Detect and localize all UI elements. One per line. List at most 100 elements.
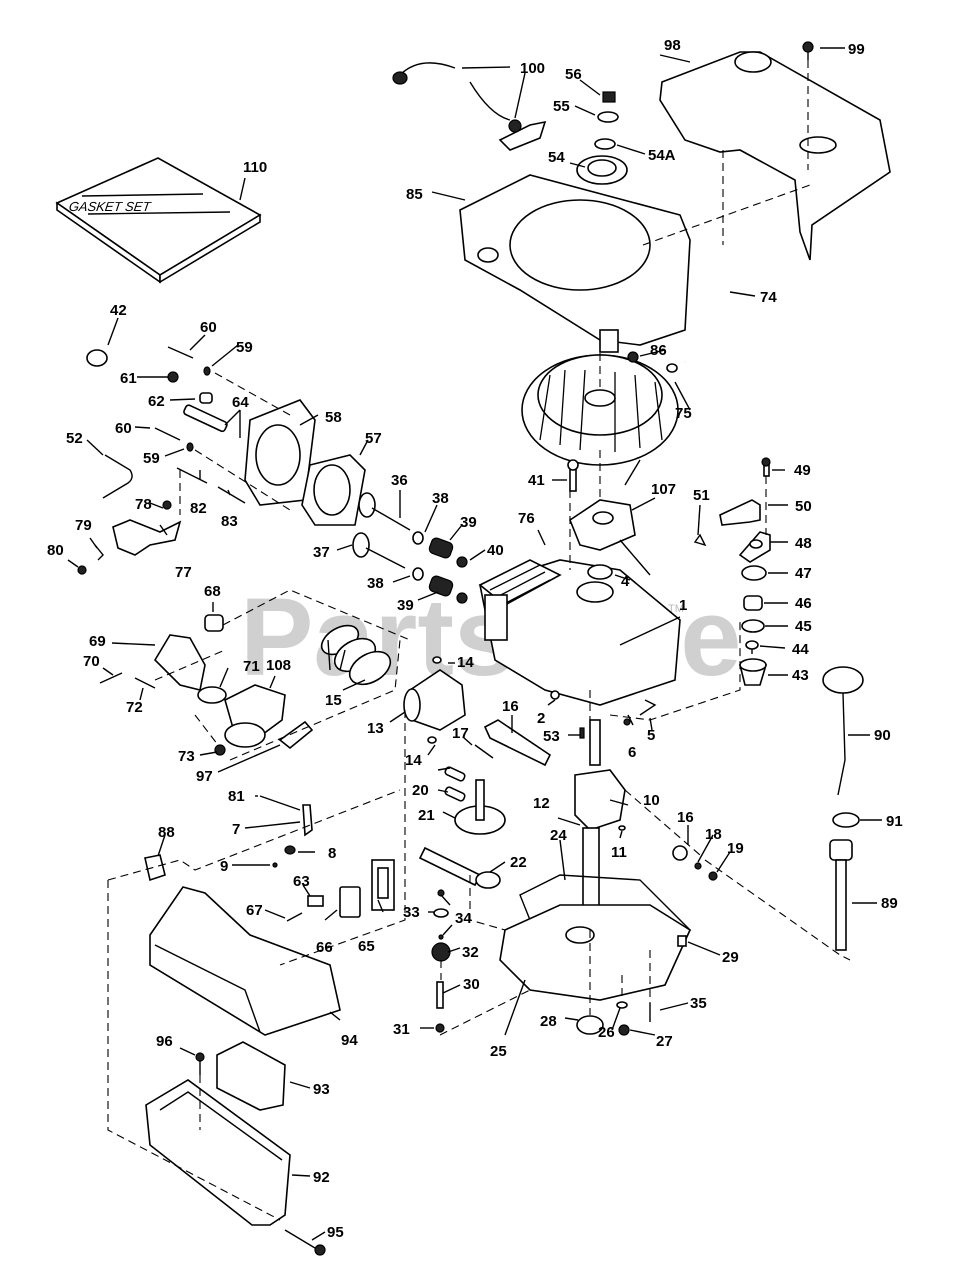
part-link-81[interactable] [259, 795, 301, 811]
callout-97[interactable]: 97 [196, 768, 213, 785]
callout-27[interactable]: 27 [656, 1033, 673, 1050]
part-washer-26[interactable] [616, 1001, 628, 1009]
callout-80[interactable]: 80 [47, 542, 64, 559]
callout-99[interactable]: 99 [848, 41, 865, 58]
callout-63[interactable]: 63 [293, 873, 310, 890]
callout-69[interactable]: 69 [89, 633, 106, 650]
callout-55[interactable]: 55 [553, 98, 570, 115]
part-bolt-60a[interactable] [167, 346, 194, 359]
part-spark-plug[interactable] [183, 404, 228, 433]
part-cap-62[interactable] [199, 392, 213, 404]
part-screw-86[interactable] [627, 351, 639, 363]
callout-50[interactable]: 50 [795, 498, 812, 515]
part-gasket-47[interactable] [741, 565, 767, 581]
part-bracket-77[interactable] [112, 519, 182, 556]
part-spring-39a[interactable] [428, 537, 454, 560]
callout-78[interactable]: 78 [135, 496, 152, 513]
part-clip-51[interactable] [693, 533, 707, 547]
callout-108[interactable]: 108 [266, 657, 291, 674]
part-intake-69[interactable] [153, 634, 206, 691]
callout-85[interactable]: 85 [406, 186, 423, 203]
callout-37[interactable]: 37 [313, 544, 330, 561]
part-washer-8[interactable] [284, 845, 296, 855]
part-seal-4[interactable] [587, 564, 613, 580]
part-spring-82[interactable] [176, 467, 208, 484]
callout-42[interactable]: 42 [110, 302, 127, 319]
callout-92[interactable]: 92 [313, 1169, 330, 1186]
part-washer-33[interactable] [433, 908, 449, 918]
callout-25[interactable]: 25 [490, 1043, 507, 1060]
part-lever-7[interactable] [302, 804, 313, 837]
part-bolt-17[interactable] [474, 744, 494, 759]
part-washer-59b[interactable] [186, 442, 194, 452]
callout-45[interactable]: 45 [795, 618, 812, 635]
callout-39b[interactable]: 39 [397, 597, 414, 614]
callout-70[interactable]: 70 [83, 653, 100, 670]
callout-98[interactable]: 98 [664, 37, 681, 54]
part-nut-19[interactable] [708, 871, 718, 881]
callout-74[interactable]: 74 [760, 289, 777, 306]
callout-44[interactable]: 44 [792, 641, 809, 658]
callout-7[interactable]: 7 [232, 821, 240, 838]
part-gasket-set[interactable]: GASKET SET [55, 157, 262, 284]
part-starter-rope[interactable] [392, 62, 547, 151]
part-nut-31[interactable] [435, 1023, 445, 1033]
callout-40[interactable]: 40 [487, 542, 504, 559]
callout-30[interactable]: 30 [463, 976, 480, 993]
part-clip-75[interactable] [666, 363, 678, 373]
part-screw-80[interactable] [77, 565, 87, 575]
part-ball-6[interactable] [623, 718, 631, 726]
callout-100[interactable]: 100 [520, 60, 545, 77]
callout-56[interactable]: 56 [565, 66, 582, 83]
part-bolt-72[interactable] [134, 677, 156, 689]
part-gear-32[interactable] [431, 942, 451, 962]
part-piston-rings[interactable] [317, 620, 396, 692]
part-dipstick-tube[interactable] [829, 839, 853, 951]
callout-58[interactable]: 58 [325, 409, 342, 426]
part-breather-cover-48[interactable] [738, 531, 771, 563]
callout-94[interactable]: 94 [341, 1032, 358, 1049]
part-screw-49[interactable] [761, 457, 771, 477]
part-bracket-66[interactable] [339, 886, 361, 918]
part-screw-95[interactable] [284, 1229, 326, 1256]
part-air-cleaner-cover[interactable] [149, 886, 341, 1036]
part-boot-42[interactable] [86, 349, 108, 367]
callout-65[interactable]: 65 [358, 938, 375, 955]
callout-88[interactable]: 88 [158, 824, 175, 841]
callout-14a[interactable]: 14 [457, 654, 474, 671]
callout-54a[interactable]: 54A [648, 147, 676, 164]
part-air-cleaner-base[interactable] [145, 1079, 291, 1226]
callout-64[interactable]: 64 [232, 394, 249, 411]
part-breather-43[interactable] [738, 658, 768, 686]
callout-59b[interactable]: 59 [143, 450, 160, 467]
part-crankcase[interactable] [478, 559, 681, 706]
callout-15[interactable]: 15 [325, 692, 342, 709]
callout-91[interactable]: 91 [886, 813, 903, 830]
part-muffler-plate-63[interactable] [307, 895, 324, 907]
part-spring-39b[interactable] [428, 575, 454, 598]
part-fuel-line[interactable] [684, 245, 725, 363]
callout-32[interactable]: 32 [462, 944, 479, 961]
callout-67[interactable]: 67 [246, 902, 263, 919]
part-filter-46[interactable] [743, 595, 763, 611]
part-washer-18[interactable] [694, 862, 702, 870]
callout-21[interactable]: 21 [418, 807, 435, 824]
part-oil-seal-28[interactable] [576, 1015, 604, 1035]
part-valve-37[interactable] [352, 532, 406, 569]
part-clip-79[interactable] [94, 544, 104, 561]
callout-71[interactable]: 71 [243, 658, 260, 675]
callout-49[interactable]: 49 [794, 462, 811, 479]
callout-8[interactable]: 8 [328, 845, 336, 862]
part-spring-83[interactable] [217, 486, 246, 504]
part-ignition-coil[interactable] [569, 499, 651, 576]
part-washer-59a[interactable] [203, 366, 211, 376]
callout-9[interactable]: 9 [220, 858, 228, 875]
callout-83[interactable]: 83 [221, 513, 238, 530]
callout-60b[interactable]: 60 [115, 420, 132, 437]
callout-33[interactable]: 33 [403, 904, 420, 921]
callout-4[interactable]: 4 [621, 573, 630, 590]
callout-35[interactable]: 35 [690, 995, 707, 1012]
callout-73[interactable]: 73 [178, 748, 195, 765]
part-connecting-rod[interactable] [483, 719, 552, 767]
part-nut-73[interactable] [214, 744, 226, 756]
